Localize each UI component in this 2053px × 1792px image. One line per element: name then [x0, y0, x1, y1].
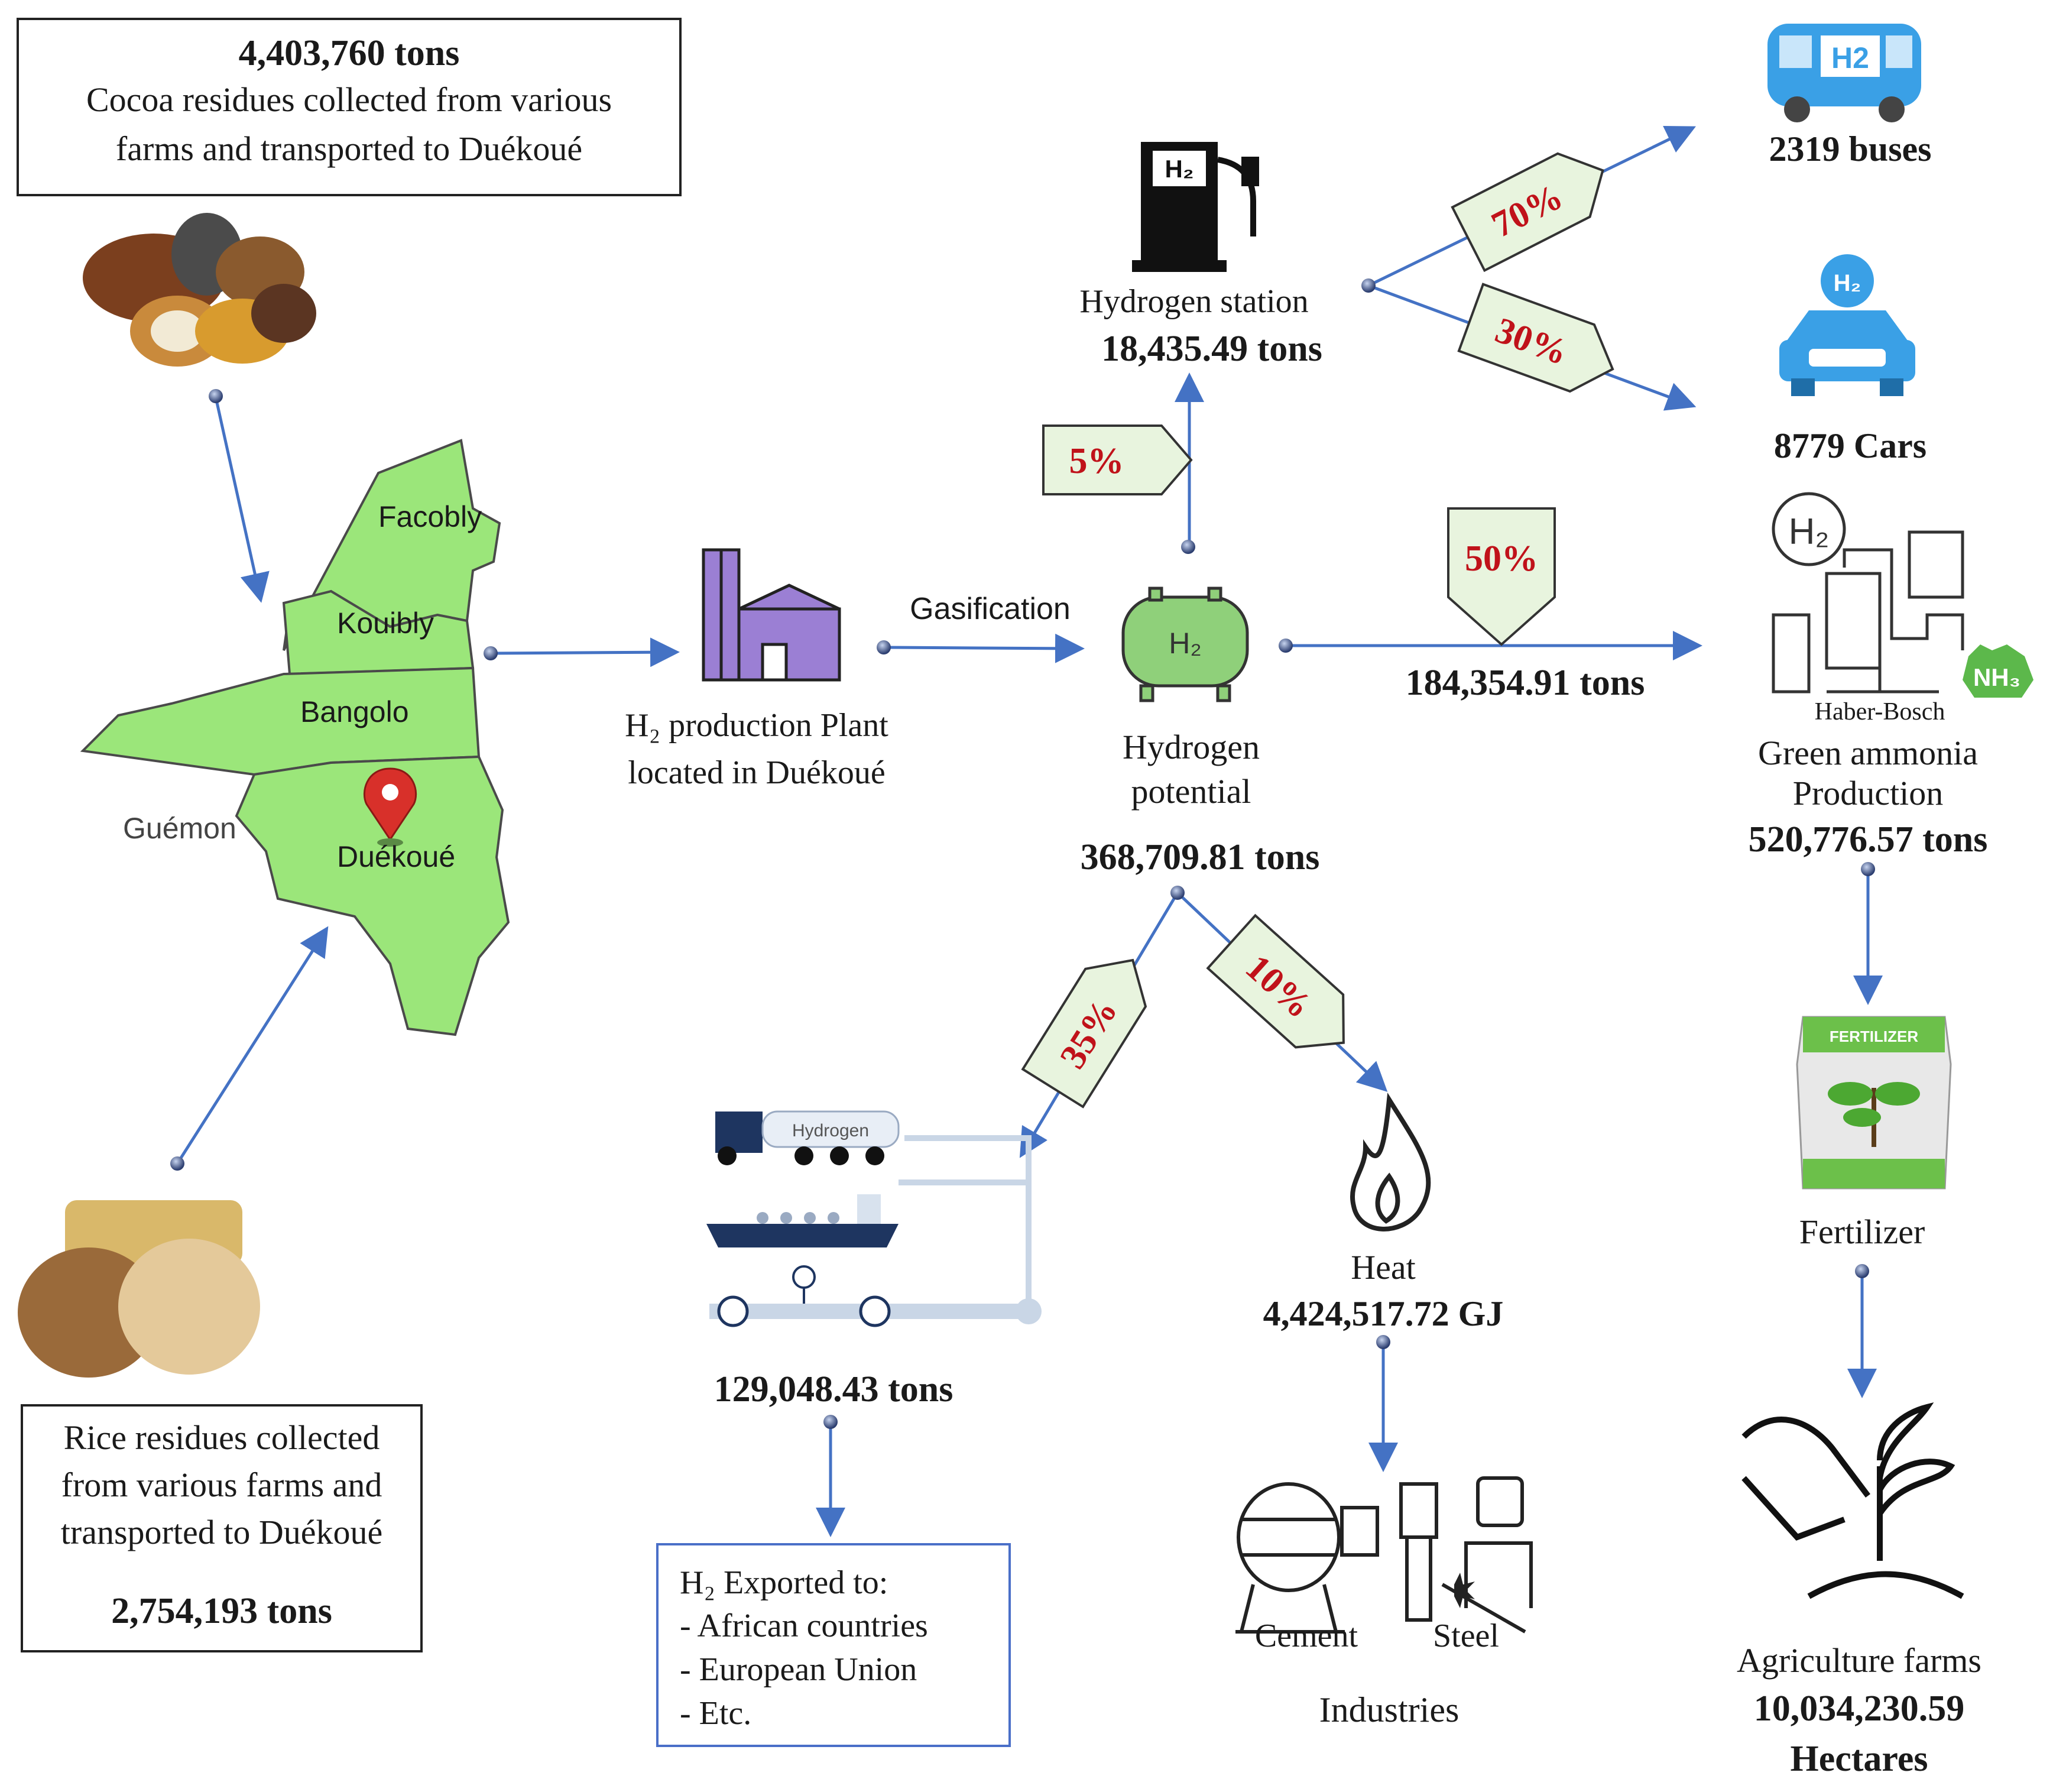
tag-ammonia-share: 50%: [1447, 507, 1556, 646]
hydrogen-amount: 368,709.81 tons: [1080, 837, 1320, 877]
cocoa-residues-image: [83, 213, 316, 367]
tag-export-share: 35%: [1021, 958, 1147, 1109]
bus-icon: H2: [1767, 24, 1921, 122]
tag-station-share: 5%: [1042, 424, 1193, 495]
region-map: [80, 439, 510, 1036]
export-item-eu: - European Union: [680, 1651, 917, 1688]
hydrogen-label-line1: Hydrogen: [1123, 728, 1260, 766]
ammonia-label-line2: Production: [1792, 774, 1944, 812]
cement-mixer-icon: [1235, 1482, 1379, 1634]
svg-text:Hydrogen: Hydrogen: [792, 1121, 869, 1140]
arrow-rice-to-map: [176, 926, 329, 1165]
connector-dots: [170, 278, 1875, 1429]
svg-text:NH₃: NH₃: [1973, 663, 2020, 691]
export-item-african: - African countries: [680, 1608, 928, 1644]
cocoa-description-line2: farms and transported to Duékoué: [115, 129, 583, 168]
flow-arrows: [176, 126, 1883, 1537]
arrow-map-to-plant: [490, 637, 680, 667]
haber-bosch-label: Haber-Bosch: [1814, 698, 1945, 725]
duekoue-pin: [363, 767, 417, 847]
station-amount: 18,435.49 tons: [1101, 329, 1322, 369]
arrow-cocoa-to-map: [214, 397, 270, 603]
svg-text:H₂: H₂: [1834, 270, 1861, 296]
map-label-duekoue: Duékoué: [337, 840, 456, 873]
transport-icons: Hydrogen: [706, 1110, 1042, 1327]
svg-text:5%: 5%: [1069, 441, 1124, 481]
agriculture-icon: [1741, 1402, 1964, 1599]
svg-text:H₂: H₂: [1169, 627, 1202, 660]
export-item-etc: - Etc.: [680, 1695, 752, 1732]
svg-text:H2: H2: [1831, 41, 1869, 74]
ammonia-flow-amount: 184,354.91 tons: [1405, 663, 1645, 703]
plant-factory-icon: [702, 548, 841, 682]
industries-label: Industries: [1319, 1690, 1460, 1729]
hydrogen-label-line2: potential: [1131, 772, 1251, 811]
heat-label: Heat: [1351, 1248, 1416, 1287]
hydrogen-tank-icon: H₂: [1121, 586, 1249, 702]
cocoa-amount: 4,403,760 tons: [238, 33, 460, 73]
cocoa-description-line1: Cocoa residues collected from various: [86, 80, 612, 119]
flame-icon: [1350, 1092, 1431, 1232]
svg-text:50%: 50%: [1465, 539, 1538, 579]
svg-text:H₂: H₂: [1165, 155, 1194, 183]
car-icon: H₂: [1779, 254, 1915, 396]
steel-worker-icon: [1399, 1476, 1533, 1634]
svg-text:FERTILIZER: FERTILIZER: [1830, 1028, 1918, 1045]
haber-bosch-icon: H₂ NH₃: [1772, 492, 2033, 698]
rice-description-line2: from various farms and: [61, 1466, 382, 1504]
export-title: H₂ Exported to:: [680, 1564, 888, 1601]
tag-heat-share: 10%: [1206, 913, 1345, 1049]
hydrogen-pump-icon: H₂: [1132, 142, 1259, 272]
svg-text:H₂: H₂: [1789, 511, 1830, 552]
rice-info-box: [21, 1404, 423, 1652]
arrow-plant-to-hydrogen: [883, 633, 1085, 663]
fertilizer-bag-icon: FERTILIZER: [1796, 1016, 1952, 1190]
agriculture-hectares-value: 10,034,230.59: [1753, 1689, 1965, 1729]
heat-amount: 4,424,517.72 GJ: [1263, 1294, 1504, 1333]
cement-label: Cement: [1254, 1618, 1358, 1654]
map-label-bangolo: Bangolo: [300, 695, 409, 728]
rice-amount: 2,754,193 tons: [111, 1591, 332, 1631]
tag-cars-share: 30%: [1457, 283, 1614, 393]
rice-description-line3: transported to Duékoué: [60, 1513, 383, 1551]
plant-label-line1: H₂ production Plant: [625, 707, 888, 744]
fertilizer-label: Fertilizer: [1799, 1213, 1925, 1251]
cocoa-info-box: [17, 18, 682, 196]
map-label-kouibly: Kouibly: [337, 607, 434, 640]
agriculture-hectares-unit: Hectares: [1790, 1739, 1928, 1779]
buses-label: 2319 buses: [1769, 129, 1932, 168]
gasification-label: Gasification: [910, 592, 1071, 626]
ammonia-label-line1: Green ammonia: [1757, 734, 1978, 772]
cars-label: 8779 Cars: [1773, 426, 1927, 465]
rice-description-line1: Rice residues collected: [63, 1418, 380, 1457]
tag-buses-share: 70%: [1451, 152, 1604, 273]
steel-label: Steel: [1433, 1618, 1499, 1654]
agriculture-label-line1: Agriculture farms: [1737, 1641, 1981, 1680]
rice-residues-image: [18, 1200, 260, 1378]
ammonia-amount: 520,776.57 tons: [1748, 819, 1988, 860]
export-amount: 129,048.43 tons: [713, 1369, 953, 1409]
plant-label-line2: located in Duékoué: [628, 754, 886, 791]
map-label-guemon: Guémon: [123, 812, 236, 845]
map-label-facobly: Facobly: [378, 500, 482, 533]
station-label: Hydrogen station: [1079, 283, 1309, 320]
export-destinations-box: [656, 1543, 1011, 1747]
